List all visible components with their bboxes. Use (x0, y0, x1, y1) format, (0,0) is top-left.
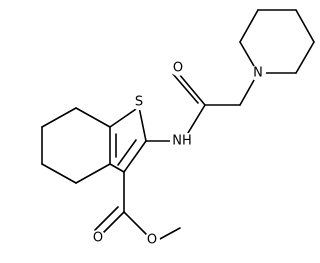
cyclohexene-ring (41, 107, 111, 184)
atom-sulfur: S (131, 94, 147, 110)
atom-amide-nh: NH (170, 133, 194, 149)
atom-ester-carbonyl-oxygen: O (90, 230, 106, 246)
svg-text:O: O (93, 231, 103, 246)
svg-text:S: S (135, 95, 143, 110)
methyl-ester (94, 171, 181, 241)
svg-text:O: O (147, 233, 157, 248)
svg-text:O: O (173, 61, 183, 76)
amide-chain (145, 72, 259, 142)
svg-text:N: N (253, 66, 263, 81)
atom-amide-oxygen: O (170, 60, 186, 76)
thiophene-ring (109, 106, 147, 173)
svg-text:NH: NH (172, 134, 192, 149)
atom-ester-ether-oxygen: O (144, 232, 160, 248)
atom-piperidine-nitrogen: N (250, 65, 266, 81)
piperidine-ring (239, 9, 315, 74)
